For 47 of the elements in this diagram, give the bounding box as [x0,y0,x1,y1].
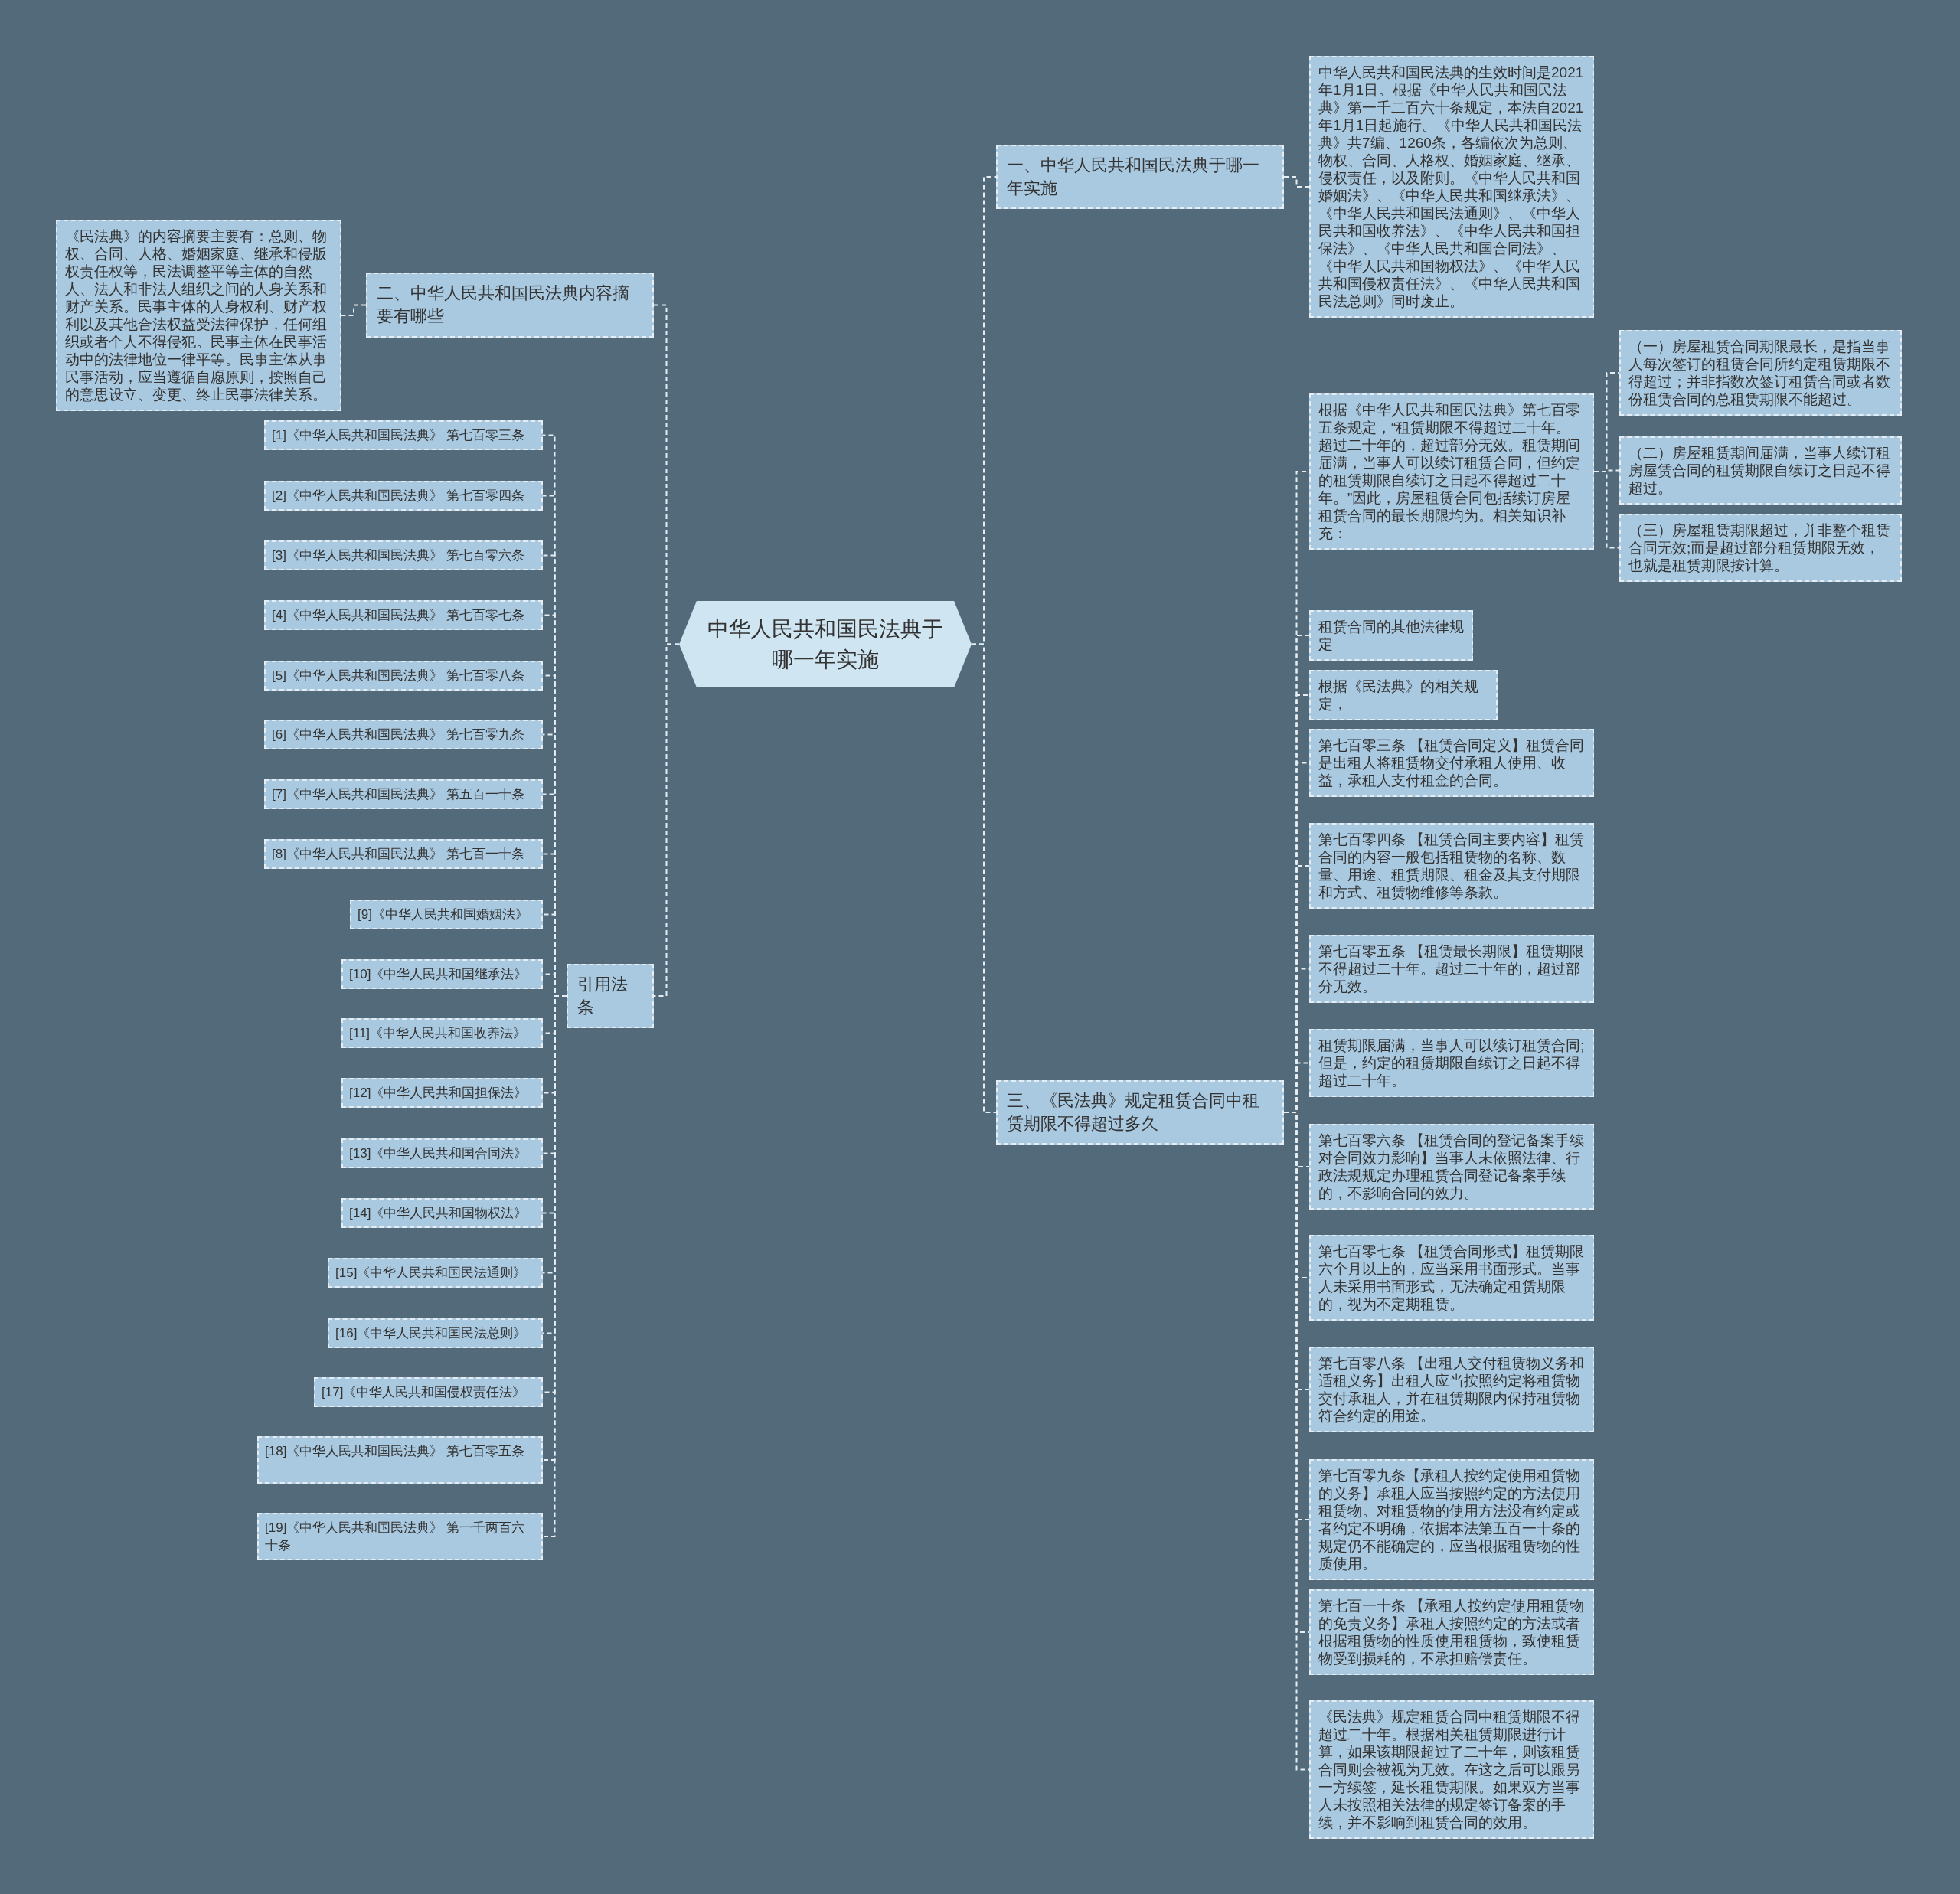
connector-line [1283,176,1310,188]
note-box: 第七百零五条 【租赁最长期限】租赁期限不得超过二十年。超过二十年的，超过部分无效。 [1309,935,1594,1003]
note-box: 第七百零八条 【出租人交付租赁物义务和适租义务】出租人应当按照约定将租赁物交付承租人，并在租赁期限内保持租赁物符合约定的用途。 [1309,1347,1594,1432]
reference-box: [15]《中华人民共和国民法通则》 [328,1258,543,1288]
note-box: 中华人民共和国民法典的生效时间是2021年1月1日。根据《中华人民共和国民法典》第一千二百六十条规定，本法自2021年1月1日起施行。《中华人民共和国民法典》共7编、1260条，各编依次为总则、物权、合同、人格权、婚姻家庭、继承、侵权责任，以及附则。《中华人民共和国婚姻法》、《中华人民共和国继承法》、《中华人民共和国民法通则》、《中华人民共和国收养法》、《中华人民共和国担保法》、《中华人民共和国合同法》、《中华人民共和国物权法》、《中华人民共和国侵权责任法》、《中华人民共和国民法总则》同时废止。 [1309,56,1594,318]
note-box: 《民法典》的内容摘要主要有：总则、物权、合同、人格、婚姻家庭、继承和侵版权责任权等，民法调整平等主体的自然人、法人和非法人组织之间的人身关系和财产关系。民事主体的人身权利、财产权利以及其他合法权益受法律保护，任何组织或者个人不得侵犯。民事主体在民事活动中的法律地位一律平等。民事主体从事民事活动，应当遵循自愿原则，按照自己的意思设立、变更、终止民事法律关系。 [56,220,341,411]
connector-line [971,643,997,1113]
reference-box: [10]《中华人民共和国继承法》 [341,959,543,989]
reference-box: [13]《中华人民共和国合同法》 [341,1138,543,1168]
note-box: 根据《中华人民共和国民法典》第七百零五条规定，“租赁期限不得超过二十年。超过二十年的，超过部分无效。租赁期间届满，当事人可以续订租赁合同，但约定的租赁期限自续订之日起不得超过二十年。”因此，房屋租赁合同包括续订房屋租赁合同的最长期限均为。相关知识补充： [1309,393,1594,550]
note-box: 第七百零四条 【租赁合同主要内容】租赁合同的内容一般包括租赁物的名称、数量、用途、租赁期限、租金及其支付期限和方式、租赁物维修等条款。 [1309,823,1594,909]
connector-line [653,643,680,997]
note-box: 第七百零三条 【租赁合同定义】租赁合同是出租人将租赁物交付承租人使用、收益，承租人支付租金的合同。 [1309,729,1594,797]
reference-box: [7]《中华人民共和国民法典》 第五百一十条 [264,779,543,809]
note-box: 第七百一十条 【承租人按约定使用租赁物的免责义务】承租人按照约定的方法或者根据租赁物的性质使用租赁物，致使租赁物受到损耗的，不承担赔偿责任。 [1309,1589,1594,1675]
note-box: 根据《民法典》的相关规定， [1309,670,1498,720]
note-box: 《民法典》规定租赁合同中租赁期限不得超过二十年。根据相关租赁期限进行计算，如果该期限超过了二十年，则该租赁合同则会被视为无效。在这之后可以跟另一方续签，延长租赁期限。如果双方当事人未按照相关法律的规定签订备案的手续，并不影响到租赁合同的效用。 [1309,1700,1594,1839]
central-topic: 中华人民共和国民法典于哪一年实施 [679,601,972,687]
note-box: 第七百零六条 【租赁合同的登记备案手续对合同效力影响】当事人未依照法律、行政法规规定办理租赁合同登记备案手续的，不影响合同的效力。 [1309,1124,1594,1210]
connector-line [341,304,367,316]
topic-box: 二、中华人民共和国民法典内容摘要有哪些 [366,273,654,338]
reference-box: [19]《中华人民共和国民法典》 第一千两百六十条 [257,1513,543,1560]
reference-box: [11]《中华人民共和国收养法》 [341,1018,543,1048]
connector-line [1593,471,1620,549]
reference-box: [3]《中华人民共和国民法典》 第七百零六条 [264,540,543,570]
reference-box: [2]《中华人民共和国民法典》 第七百零四条 [264,481,543,511]
reference-box: [14]《中华人民共和国物权法》 [341,1198,543,1228]
topic-box: 引用法条 [567,964,654,1028]
reference-box: [12]《中华人民共和国担保法》 [341,1078,543,1108]
note-box: （二）房屋租赁期间届满，当事人续订租房屋赁合同的租赁期限自续订之日起不得超过。 [1619,436,1902,505]
reference-box: [9]《中华人民共和国婚姻法》 [350,900,543,929]
reference-box: [17]《中华人民共和国侵权责任法》 [314,1377,543,1407]
reference-box: [8]《中华人民共和国民法典》 第七百一十条 [264,839,543,869]
note-box: 租赁合同的其他法律规定 [1309,610,1473,661]
note-box: （三）房屋租赁期限超过，并非整个租赁合同无效;而是超过部分租赁期限无效，也就是租赁期限按计算。 [1619,514,1902,582]
topic-box: 一、中华人民共和国民法典于哪一年实施 [996,145,1284,209]
reference-box: [4]《中华人民共和国民法典》 第七百零七条 [264,600,543,630]
note-box: 第七百零七条 【租赁合同形式】租赁期限六个月以上的，应当采用书面形式。当事人未采用书面形式，无法确定租赁期限的，视为不定期租赁。 [1309,1235,1594,1321]
reference-box: [5]《中华人民共和国民法典》 第七百零八条 [264,661,543,691]
note-box: 租赁期限届满，当事人可以续订租赁合同;但是，约定的租赁期限自续订之日起不得超过二十年。 [1309,1029,1594,1097]
reference-box: [16]《中华人民共和国民法总则》 [328,1318,543,1348]
note-box: （一）房屋租赁合同期限最长，是指当事人每次签订的租赁合同所约定租赁期限不得超过；并非指数次签订租赁合同或者数份租赁合同的总租赁期限不能超过。 [1619,330,1902,416]
reference-box: [6]《中华人民共和国民法典》 第七百零九条 [264,720,543,749]
topic-box: 三、《民法典》规定租赁合同中租赁期限不得超过多久 [996,1080,1284,1145]
reference-box: [1]《中华人民共和国民法典》 第七百零三条 [264,420,543,450]
note-box: 第七百零九条【承租人按约定使用租赁物的义务】承租人应当按照约定的方法使用租赁物。对租赁物的使用方法没有约定或者约定不明确，依据本法第五百一十条的规定仍不能确定的，应当根据租赁物的性质使用。 [1309,1459,1594,1580]
reference-box: [18]《中华人民共和国民法典》 第七百零五条 [257,1436,543,1484]
